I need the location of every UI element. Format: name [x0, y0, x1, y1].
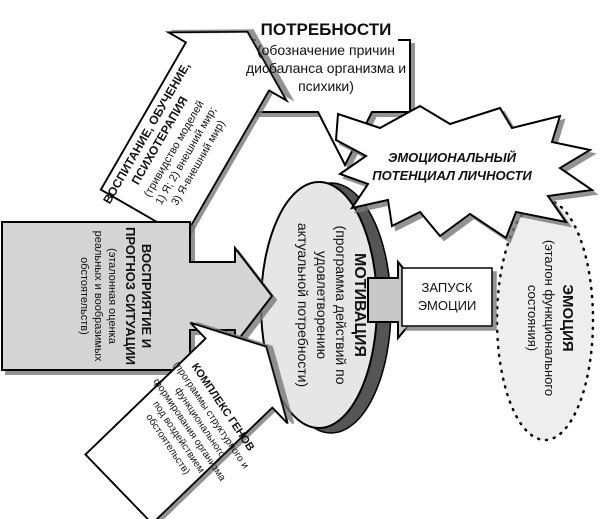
needs-text: ПОТРЕБНОСТИ (обозначение причин дисбалан…	[246, 20, 406, 94]
upbringing-arrow-group	[99, 30, 290, 239]
motivation-text: МОТИВАЦИЯ (программа действий по удовлет…	[295, 223, 368, 387]
needs-title: ПОТРЕБНОСТИ	[261, 20, 392, 39]
perception-text: ВОСПРИЯТИЕ И ПРОГНОЗ СИТУАЦИИ (эталонная…	[78, 227, 154, 365]
perception-title-2: ПРОГНОЗ СИТУАЦИИ	[123, 227, 138, 365]
potential-line-2: ПОТЕНЦИАЛ ЛИЧНОСТИ	[372, 168, 532, 183]
emotion-title: ЭМОЦИЯ	[559, 284, 576, 351]
emotion-ellipse	[495, 198, 595, 442]
launch-line-2: ЭМОЦИИ	[418, 298, 477, 313]
motivation-line-3: актуальной потребности)	[295, 223, 311, 387]
motivation-title: МОТИВАЦИЯ	[351, 253, 368, 357]
motivation-line-2: удовлетворению	[314, 251, 330, 359]
emotion-text: ЭМОЦИЯ (эталон функционального состояния…	[525, 240, 576, 396]
needs-line-1: (обозначение причин	[257, 42, 395, 58]
needs-line-2: дисбаланса организма и	[246, 60, 406, 76]
launch-line-1: ЗАПУСК	[422, 280, 473, 295]
emotion-line-1: (эталон функционального	[542, 240, 557, 396]
perception-title-1: ВОСПРИЯТИЕ И	[139, 244, 154, 348]
needs-line-3: психики)	[298, 78, 354, 94]
potential-line-1: ЭМОЦИОНАЛЬНЫЙ	[388, 149, 517, 165]
potential-burst	[334, 104, 595, 240]
potential-text: ЭМОЦИОНАЛЬНЫЙ ПОТЕНЦИАЛ ЛИЧНОСТИ	[372, 149, 532, 183]
motivation-line-1: (программа действий по	[333, 226, 349, 385]
emotion-line-2: состояния)	[525, 285, 540, 351]
upbringing-arrow	[99, 30, 290, 239]
perception-arrow	[1, 221, 274, 371]
perception-line-1: (эталонная оценка	[106, 248, 118, 345]
perception-line-3: обстоятельств)	[78, 257, 90, 335]
launch-text: ЗАПУСК ЭМОЦИИ	[418, 280, 477, 313]
launch-label-box	[401, 267, 493, 327]
needs-header-strip	[256, 8, 398, 42]
genes-arrow-group	[84, 321, 289, 519]
genes-arrow	[84, 321, 289, 519]
perception-line-2: реальных и вообразимых	[92, 231, 104, 362]
